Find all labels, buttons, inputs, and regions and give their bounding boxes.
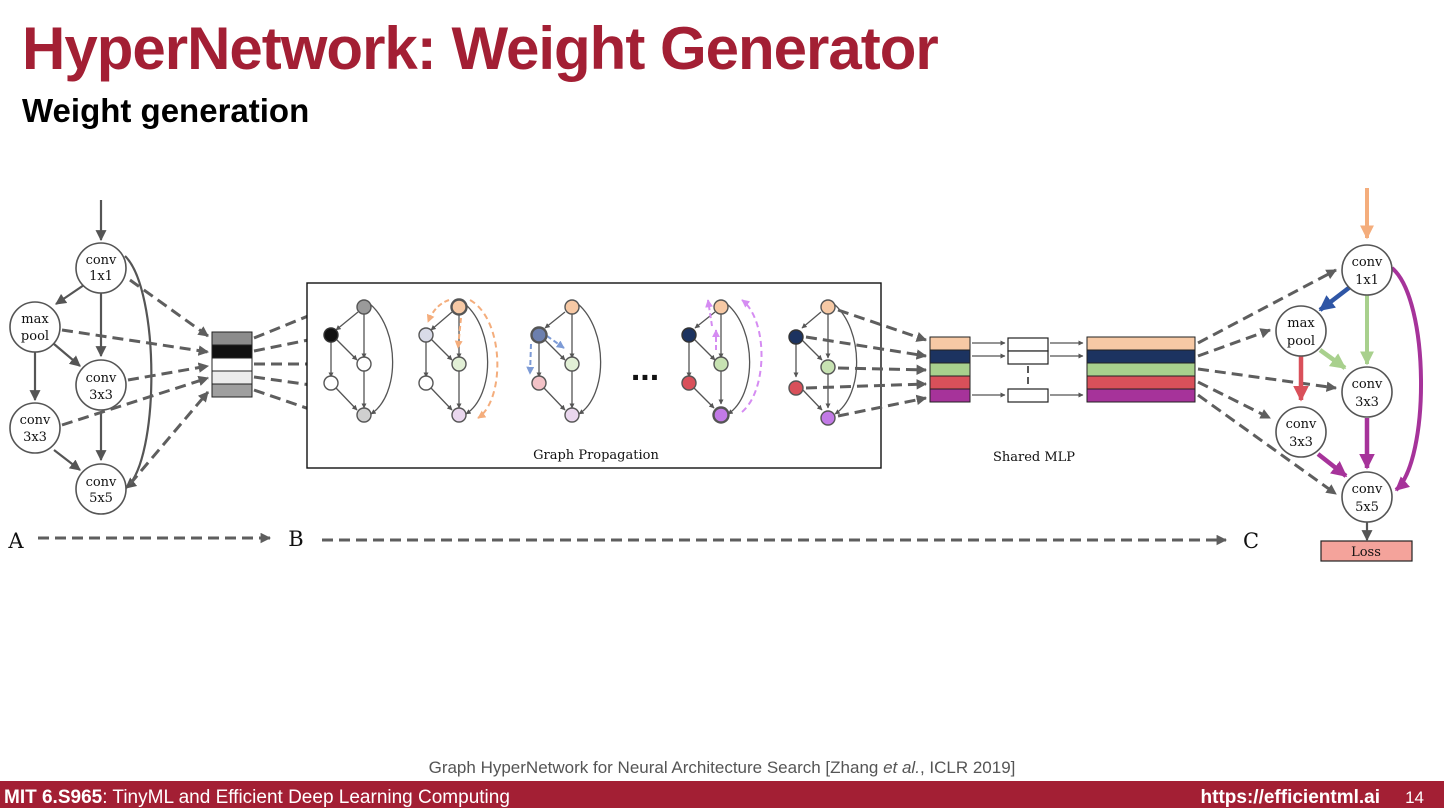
weights-to-output-arrows <box>1197 268 1338 496</box>
loss-box: Loss <box>1320 540 1413 562</box>
svg-text:conv: conv <box>1352 255 1383 270</box>
node-embedding-stack <box>211 331 253 398</box>
svg-text:conv: conv <box>1352 377 1383 392</box>
svg-text:max: max <box>1287 316 1315 331</box>
stage-pipeline: A B C <box>7 527 1259 553</box>
citation: Graph HyperNetwork for Neural Architectu… <box>428 758 1016 777</box>
ellipsis: ... <box>631 350 659 388</box>
svg-text:Loss: Loss <box>1351 545 1381 560</box>
input-architecture-graph: conv 1x1 max pool conv 3x3 conv 3x3 conv… <box>9 200 153 515</box>
input-to-embedding-arrows <box>61 278 210 485</box>
svg-text:3x3: 3x3 <box>1289 435 1313 450</box>
page-number: 14 <box>1405 788 1424 807</box>
graph-propagation-box: ... <box>306 282 882 469</box>
propagation-step-4 <box>681 299 763 424</box>
out-node-conv3x3-left: conv 3x3 <box>1275 406 1327 458</box>
shared-mlp: Shared MLP <box>929 336 1196 465</box>
propagation-to-mlp-arrows <box>805 308 928 418</box>
svg-text:conv: conv <box>86 253 117 268</box>
svg-text:conv: conv <box>1286 417 1317 432</box>
propagation-step-1 <box>323 299 394 423</box>
stage-label-b: B <box>288 527 303 551</box>
stage-label-a: A <box>7 529 24 553</box>
svg-text:3x3: 3x3 <box>89 388 113 403</box>
node-conv3x3-right: conv 3x3 <box>75 359 127 411</box>
hypernetwork-diagram: conv 1x1 max pool conv 3x3 conv 3x3 conv… <box>7 188 1423 562</box>
svg-text:conv: conv <box>86 371 117 386</box>
output-architecture-graph: conv 1x1 max pool conv 3x3 conv 3x3 conv… <box>1275 188 1423 562</box>
svg-text:conv: conv <box>86 475 117 490</box>
shared-mlp-label: Shared MLP <box>993 450 1075 465</box>
svg-text:3x3: 3x3 <box>1355 395 1379 410</box>
node-maxpool: max pool <box>9 301 61 353</box>
svg-text:max: max <box>21 312 49 327</box>
propagation-step-2 <box>418 298 499 423</box>
graph-propagation-label: Graph Propagation <box>533 448 659 463</box>
svg-text:1x1: 1x1 <box>1355 273 1379 288</box>
course-info: MIT 6.S965: TinyML and Efficient Deep Le… <box>4 787 510 809</box>
node-embeddings-in <box>929 336 971 403</box>
out-node-maxpool: max pool <box>1275 305 1327 357</box>
svg-text:pool: pool <box>21 329 49 344</box>
footer-bar: MIT 6.S965: TinyML and Efficient Deep Le… <box>0 781 1444 808</box>
course-url-link[interactable]: https://efficientml.ai <box>1200 787 1380 808</box>
svg-text:conv: conv <box>20 413 51 428</box>
svg-text:3x3: 3x3 <box>23 430 47 445</box>
svg-text:conv: conv <box>1352 482 1383 497</box>
node-conv5x5: conv 5x5 <box>75 463 127 515</box>
propagation-step-5 <box>788 299 858 426</box>
slide-title: HyperNetwork: Weight Generator <box>22 15 939 82</box>
svg-text:pool: pool <box>1287 334 1315 349</box>
svg-text:1x1: 1x1 <box>89 269 113 284</box>
svg-text:5x5: 5x5 <box>1355 500 1379 515</box>
slide-subtitle: Weight generation <box>22 92 310 129</box>
out-node-conv3x3-right: conv 3x3 <box>1341 366 1393 418</box>
svg-text:5x5: 5x5 <box>89 491 113 506</box>
out-node-conv1x1: conv 1x1 <box>1341 244 1393 296</box>
node-conv1x1: conv 1x1 <box>75 242 127 294</box>
node-conv3x3-left: conv 3x3 <box>9 402 61 454</box>
generated-weights <box>1086 336 1196 403</box>
course-code: MIT 6.S965 <box>4 787 103 808</box>
out-node-conv5x5: conv 5x5 <box>1341 471 1393 523</box>
course-title: : TinyML and Efficient Deep Learning Com… <box>102 787 510 808</box>
stage-label-c: C <box>1243 529 1259 553</box>
propagation-step-3 <box>526 299 602 423</box>
